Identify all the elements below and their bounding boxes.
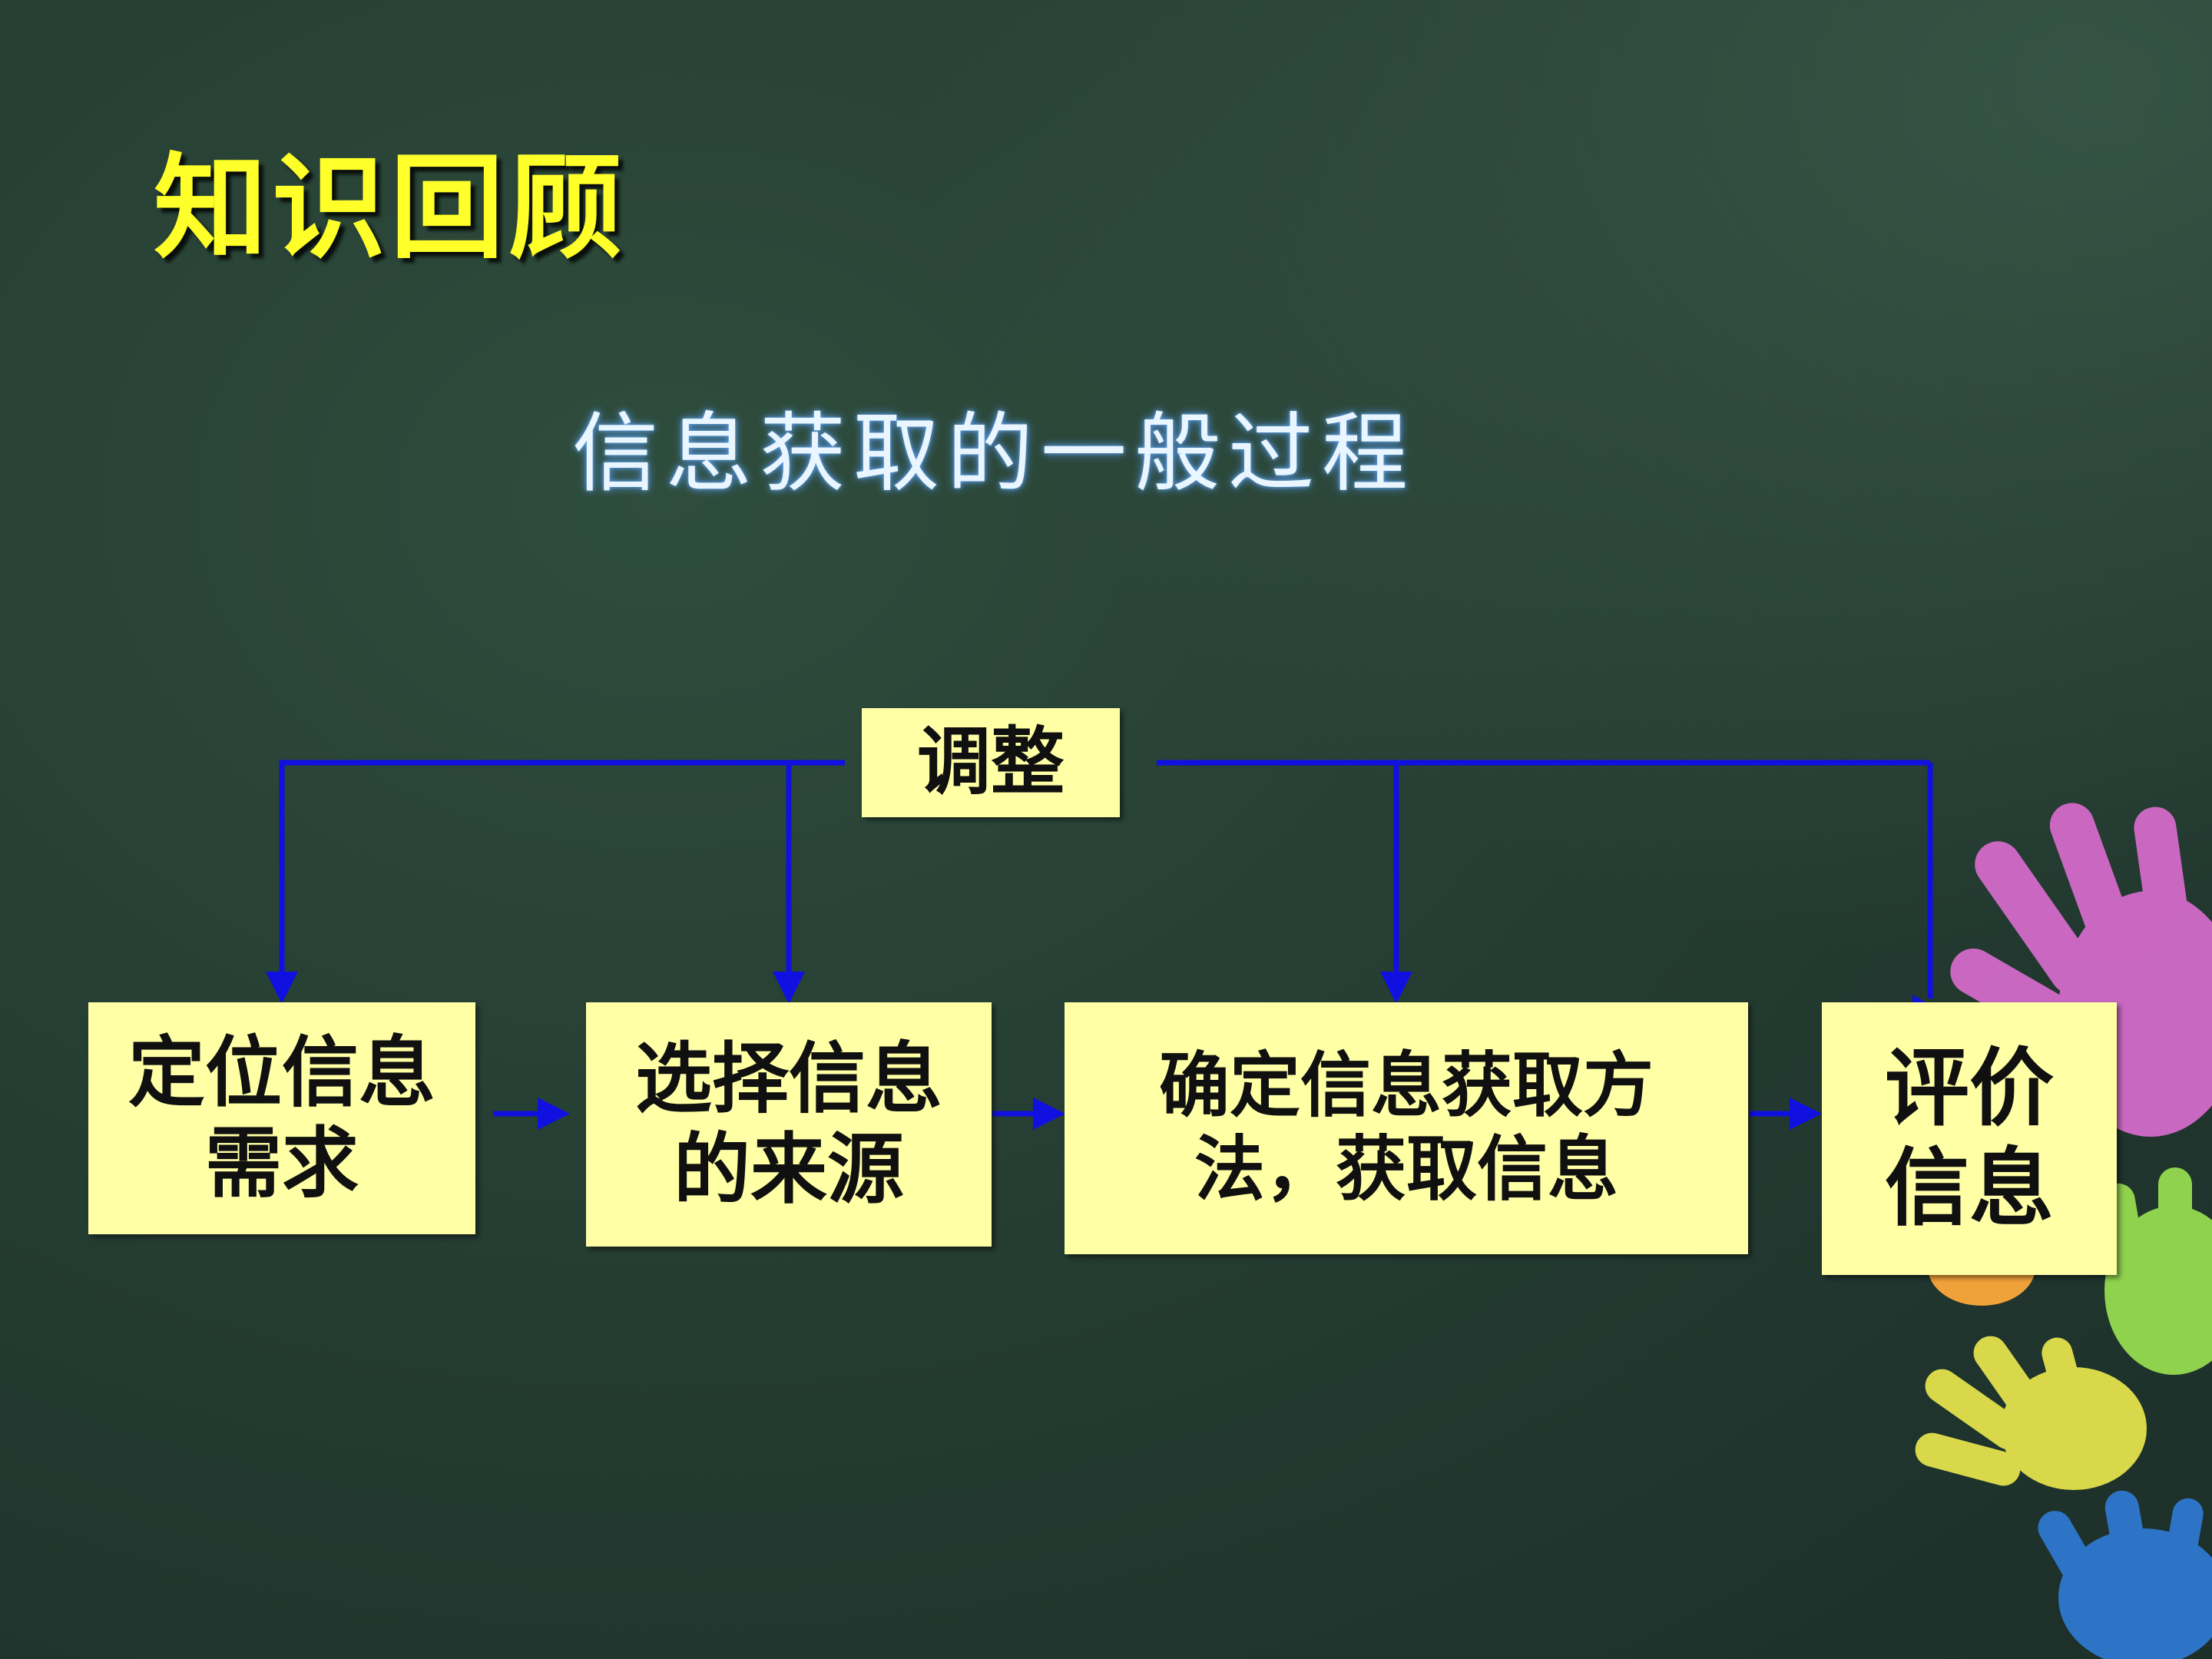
adjust-box: 调整 [862,708,1120,817]
step-label: 评价 信息 [1885,1038,2054,1237]
blue-hand-icon [2038,1490,2212,1659]
step-label: 选择信息 的来源 [635,1034,942,1214]
yellow-hand-icon [1915,1336,2147,1490]
step-label: 确定信息获取方 法，获取信息 [1158,1045,1654,1210]
step-box-choose-source: 选择信息 的来源 [586,1002,992,1247]
feedback-line-left [266,760,845,1004]
green-hand-icon [2101,1167,2212,1375]
step-box-acquire-method: 确定信息获取方 法，获取信息 [1065,1002,1748,1254]
slide-subtitle: 信息获取的一般过程 [572,404,1416,504]
step-box-locate-need: 定位信息 需求 [88,1002,475,1234]
step-box-evaluate: 评价 信息 [1822,1002,2117,1275]
adjust-label: 调整 [917,719,1065,806]
slide-title: 知识回顾 [154,142,627,274]
step-label: 定位信息 需求 [128,1028,435,1208]
